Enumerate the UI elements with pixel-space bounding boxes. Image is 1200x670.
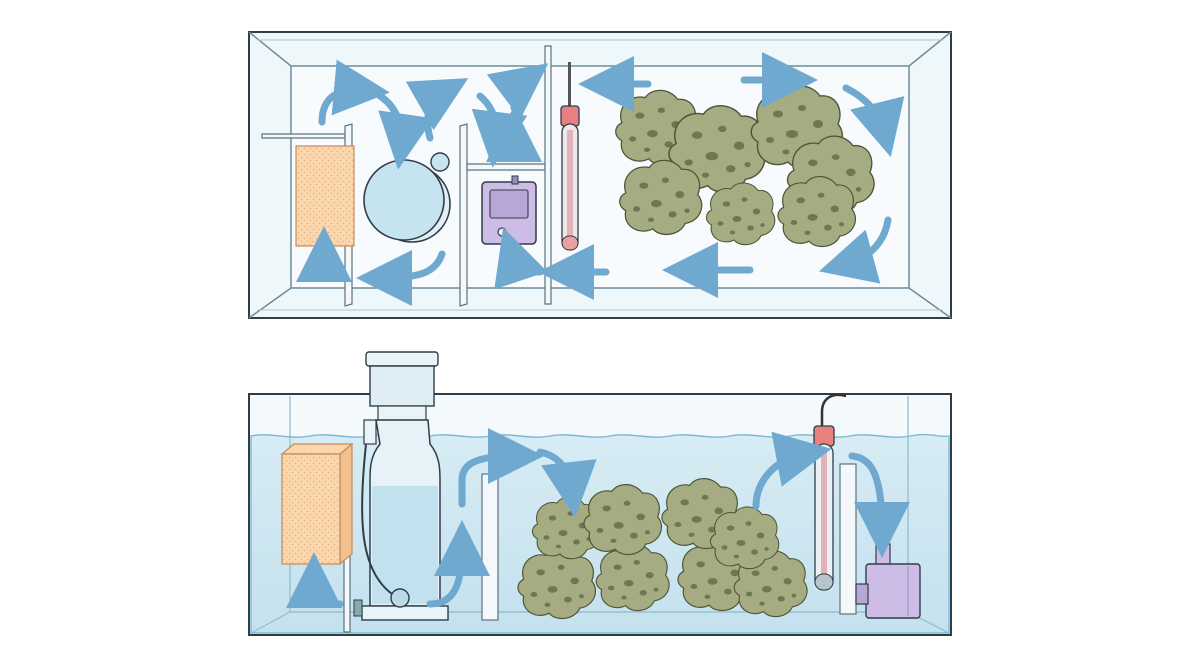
baffle-side-3 <box>839 463 857 615</box>
return-pump-top <box>481 175 537 245</box>
flow-arrows-side <box>286 428 910 609</box>
arrow-icon <box>356 249 446 306</box>
arrow-icon <box>286 552 344 609</box>
filter-sponge-side <box>281 453 341 565</box>
arrow-icon <box>376 92 434 170</box>
flow-arrows-top <box>296 52 905 306</box>
arrow-icon <box>818 216 892 284</box>
filter-sponge-top <box>295 145 355 247</box>
protein-skimmer-side <box>353 351 449 621</box>
arrow-icon <box>752 431 832 510</box>
arrow-icon <box>486 63 549 120</box>
arrow-icon <box>458 428 544 508</box>
return-pump-side <box>855 543 921 619</box>
baffle-side-2 <box>481 473 499 621</box>
arrow-icon <box>426 520 490 608</box>
side-view <box>248 351 952 636</box>
baffle-top-3 <box>459 123 468 307</box>
baffle-top-1 <box>261 133 346 139</box>
arrow-icon <box>405 78 469 142</box>
arrow-icon <box>536 448 597 518</box>
arrow-icon <box>842 84 905 158</box>
arrow-icon <box>494 227 548 290</box>
arrow-icon <box>296 226 353 283</box>
arrow-icon <box>318 59 390 126</box>
arrow-icon <box>848 452 910 558</box>
baffle-top-4 <box>544 45 552 305</box>
top-view <box>248 31 952 319</box>
